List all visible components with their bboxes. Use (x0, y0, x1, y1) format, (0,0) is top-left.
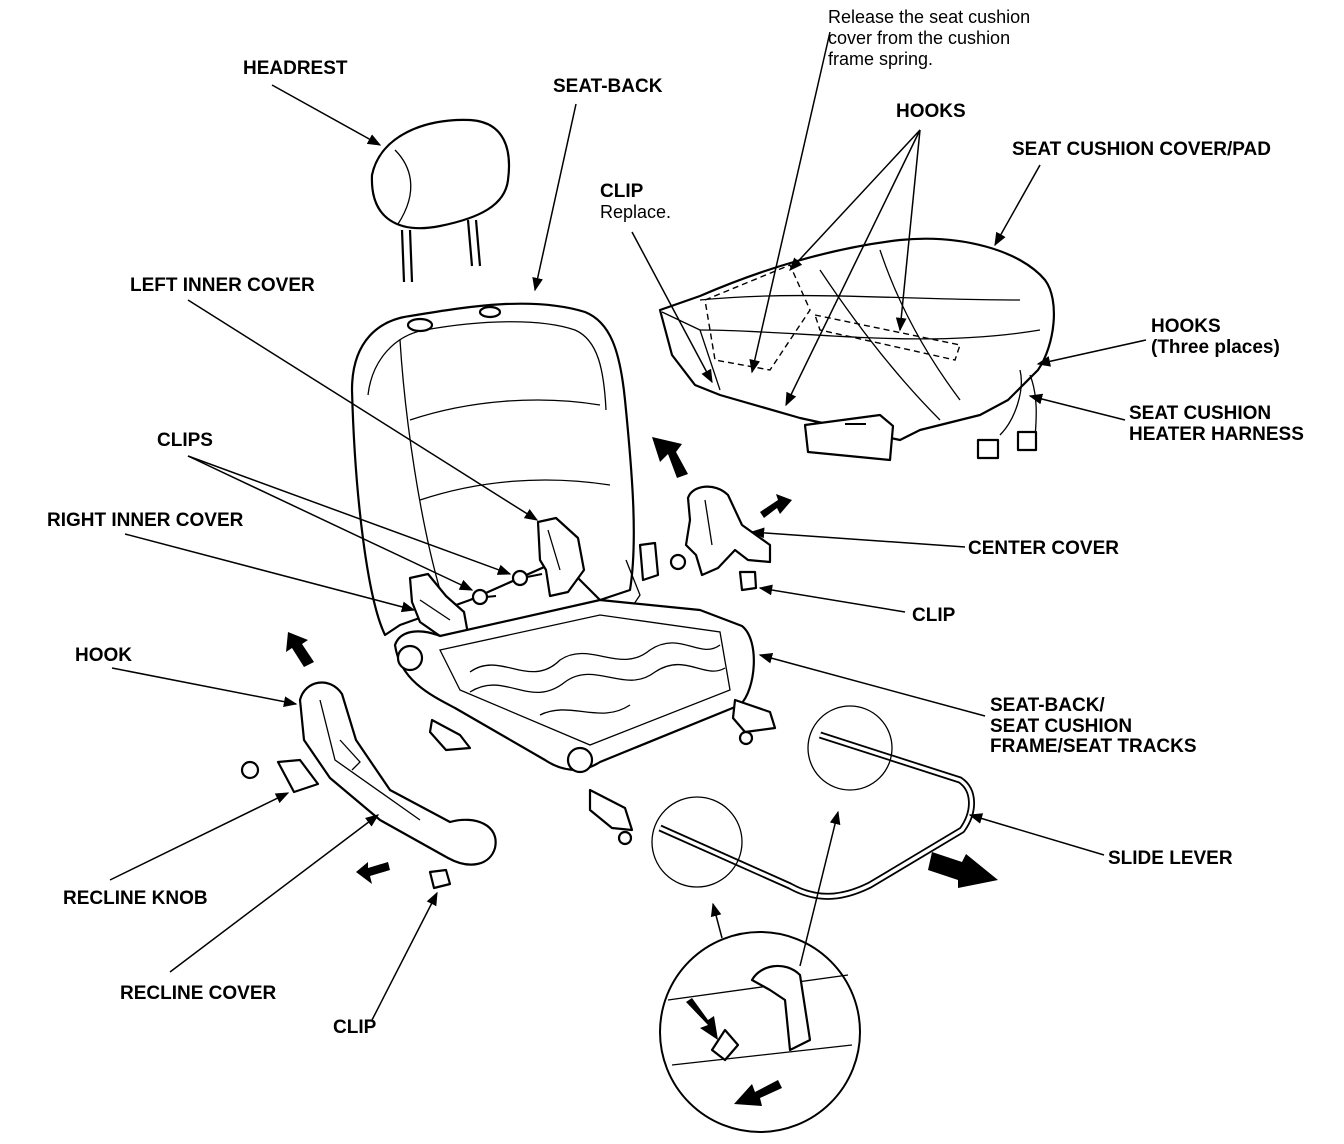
slide-lever-part (651, 705, 975, 1133)
label-recline-knob: RECLINE KNOB (63, 888, 208, 909)
label-hook: HOOK (75, 645, 132, 666)
label-seat-back: SEAT-BACK (553, 76, 663, 97)
direction-arrows (286, 437, 998, 1106)
label-clips: CLIPS (157, 430, 213, 451)
label-headrest: HEADREST (243, 58, 348, 79)
label-frame-tracks-line1: SEAT-BACK/ (990, 695, 1105, 716)
label-seat-cushion-cover-pad: SEAT CUSHION COVER/PAD (1012, 139, 1271, 160)
label-release-note-line2: cover from the cushion (828, 28, 1011, 48)
label-clip-replace-title: CLIP (600, 181, 644, 202)
label-release-note-line1: Release the seat cushion (828, 7, 1031, 27)
center-cover-part (669, 485, 772, 592)
seat-cushion-cover-pad-part (658, 237, 1055, 462)
label-frame-tracks-line3: FRAME/SEAT TRACKS (990, 736, 1197, 757)
label-hooks-top: HOOKS (896, 101, 966, 122)
label-clip-center: CLIP (912, 605, 956, 626)
label-right-inner-cover: RIGHT INNER COVER (47, 510, 244, 531)
label-clip-replace-note: Replace. (600, 202, 672, 222)
left-inner-cover-part (536, 516, 586, 598)
label-hooks-three-title: HOOKS (1151, 316, 1221, 337)
label-center-cover: CENTER COVER (968, 538, 1119, 559)
leader-lines (109, 31, 1147, 1021)
seat-frame-tracks-part (393, 598, 777, 846)
recline-cover-part (298, 681, 497, 866)
label-release-note-line3: frame spring. (828, 49, 934, 69)
label-hooks-three-note: (Three places) (1151, 337, 1280, 358)
label-left-inner-cover: LEFT INNER COVER (130, 275, 315, 296)
label-clip-bottom: CLIP (333, 1017, 377, 1038)
label-heater-harness-line2: HEATER HARNESS (1129, 424, 1304, 445)
label-heater-harness-line1: SEAT CUSHION (1129, 403, 1272, 424)
clip-parts (471, 569, 543, 606)
label-frame-tracks-line2: SEAT CUSHION (990, 716, 1133, 737)
label-recline-cover: RECLINE COVER (120, 983, 277, 1004)
headrest-part (370, 118, 511, 283)
seat-back-part (350, 302, 660, 637)
recline-knob-part (240, 758, 452, 890)
label-slide-lever: SLIDE LEVER (1108, 848, 1233, 869)
